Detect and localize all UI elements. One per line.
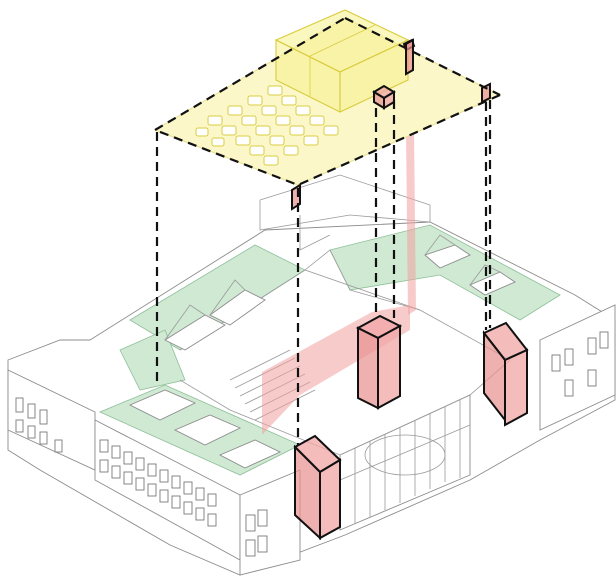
projection-lines xyxy=(154,17,501,445)
core-center xyxy=(355,314,403,410)
slab-outline xyxy=(154,17,346,131)
right-wing-windows xyxy=(551,331,609,397)
glass-hall-mullions xyxy=(339,400,471,524)
front-wing-windows xyxy=(99,439,268,557)
core-front xyxy=(293,434,342,541)
green-roof-west xyxy=(119,329,186,391)
skylights xyxy=(128,234,516,469)
right-wing-facade xyxy=(539,304,616,431)
core-right xyxy=(482,321,529,427)
slab-pads xyxy=(195,85,339,166)
yellow-volume xyxy=(274,9,410,113)
left-wing-windows xyxy=(15,397,63,453)
